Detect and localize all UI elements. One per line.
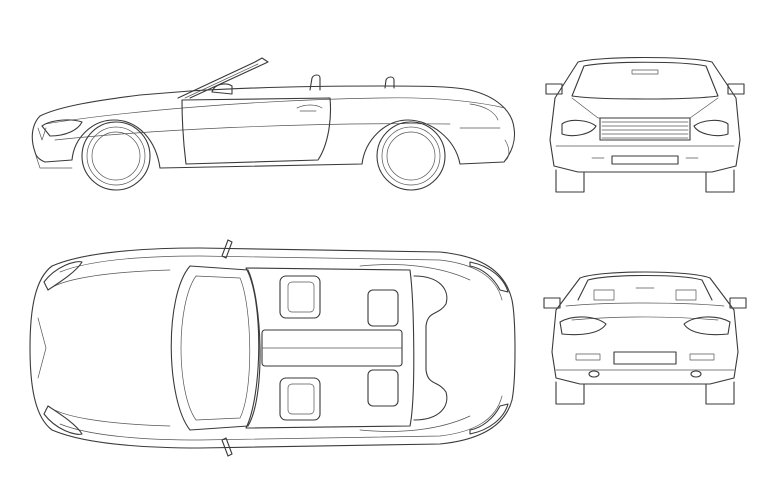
rear-view (543, 271, 747, 405)
front-body-outline (549, 56, 741, 173)
front-license-plate (611, 155, 679, 165)
side-mirror (211, 83, 233, 95)
side-view (31, 57, 516, 191)
rear-exhaust-left (588, 370, 600, 378)
rear-mirror-left (543, 297, 561, 309)
rear-exhaust-right (690, 370, 702, 378)
rear-taillight-left (559, 316, 607, 336)
side-door (181, 97, 331, 165)
top-seat-rear-right (367, 369, 399, 407)
side-body-outline (31, 85, 516, 169)
top-headlight-right (43, 405, 83, 435)
rear-tyre-left (555, 381, 585, 405)
side-windshield (177, 57, 269, 99)
top-windshield (170, 265, 261, 431)
front-view (545, 56, 745, 193)
front-headlight-right (693, 119, 729, 137)
top-view (29, 239, 516, 457)
side-wheel-rear (376, 121, 446, 191)
top-taillight-right (469, 403, 509, 435)
front-mirror-right (727, 83, 745, 95)
top-cabin (245, 267, 415, 429)
front-windshield (571, 61, 719, 100)
top-seat-rear-left (367, 289, 399, 327)
rear-license-plate (613, 351, 677, 365)
side-headlight (41, 119, 83, 137)
front-tyre-right (705, 169, 735, 193)
rear-windscreen-frame (577, 274, 713, 301)
top-seat-front-right (279, 377, 321, 421)
top-taillight-left (469, 261, 509, 293)
side-headrest-rear (384, 76, 395, 89)
top-mirror-right (221, 437, 233, 457)
top-body-outline (29, 247, 516, 449)
top-mirror-left (221, 239, 233, 259)
rear-tyre-right (705, 381, 735, 405)
rear-taillight-right (683, 316, 731, 336)
top-headlight-left (43, 261, 83, 291)
front-headlight-left (561, 119, 597, 137)
rear-body-outline (551, 271, 739, 385)
side-wheel-front (81, 121, 151, 191)
top-trunk (413, 275, 448, 421)
rear-mirror-right (729, 297, 747, 309)
front-mirror-left (545, 83, 563, 95)
top-seat-front-left (279, 275, 321, 319)
front-grille (599, 117, 691, 141)
side-headrest-front (309, 74, 321, 91)
front-tyre-left (555, 169, 585, 193)
